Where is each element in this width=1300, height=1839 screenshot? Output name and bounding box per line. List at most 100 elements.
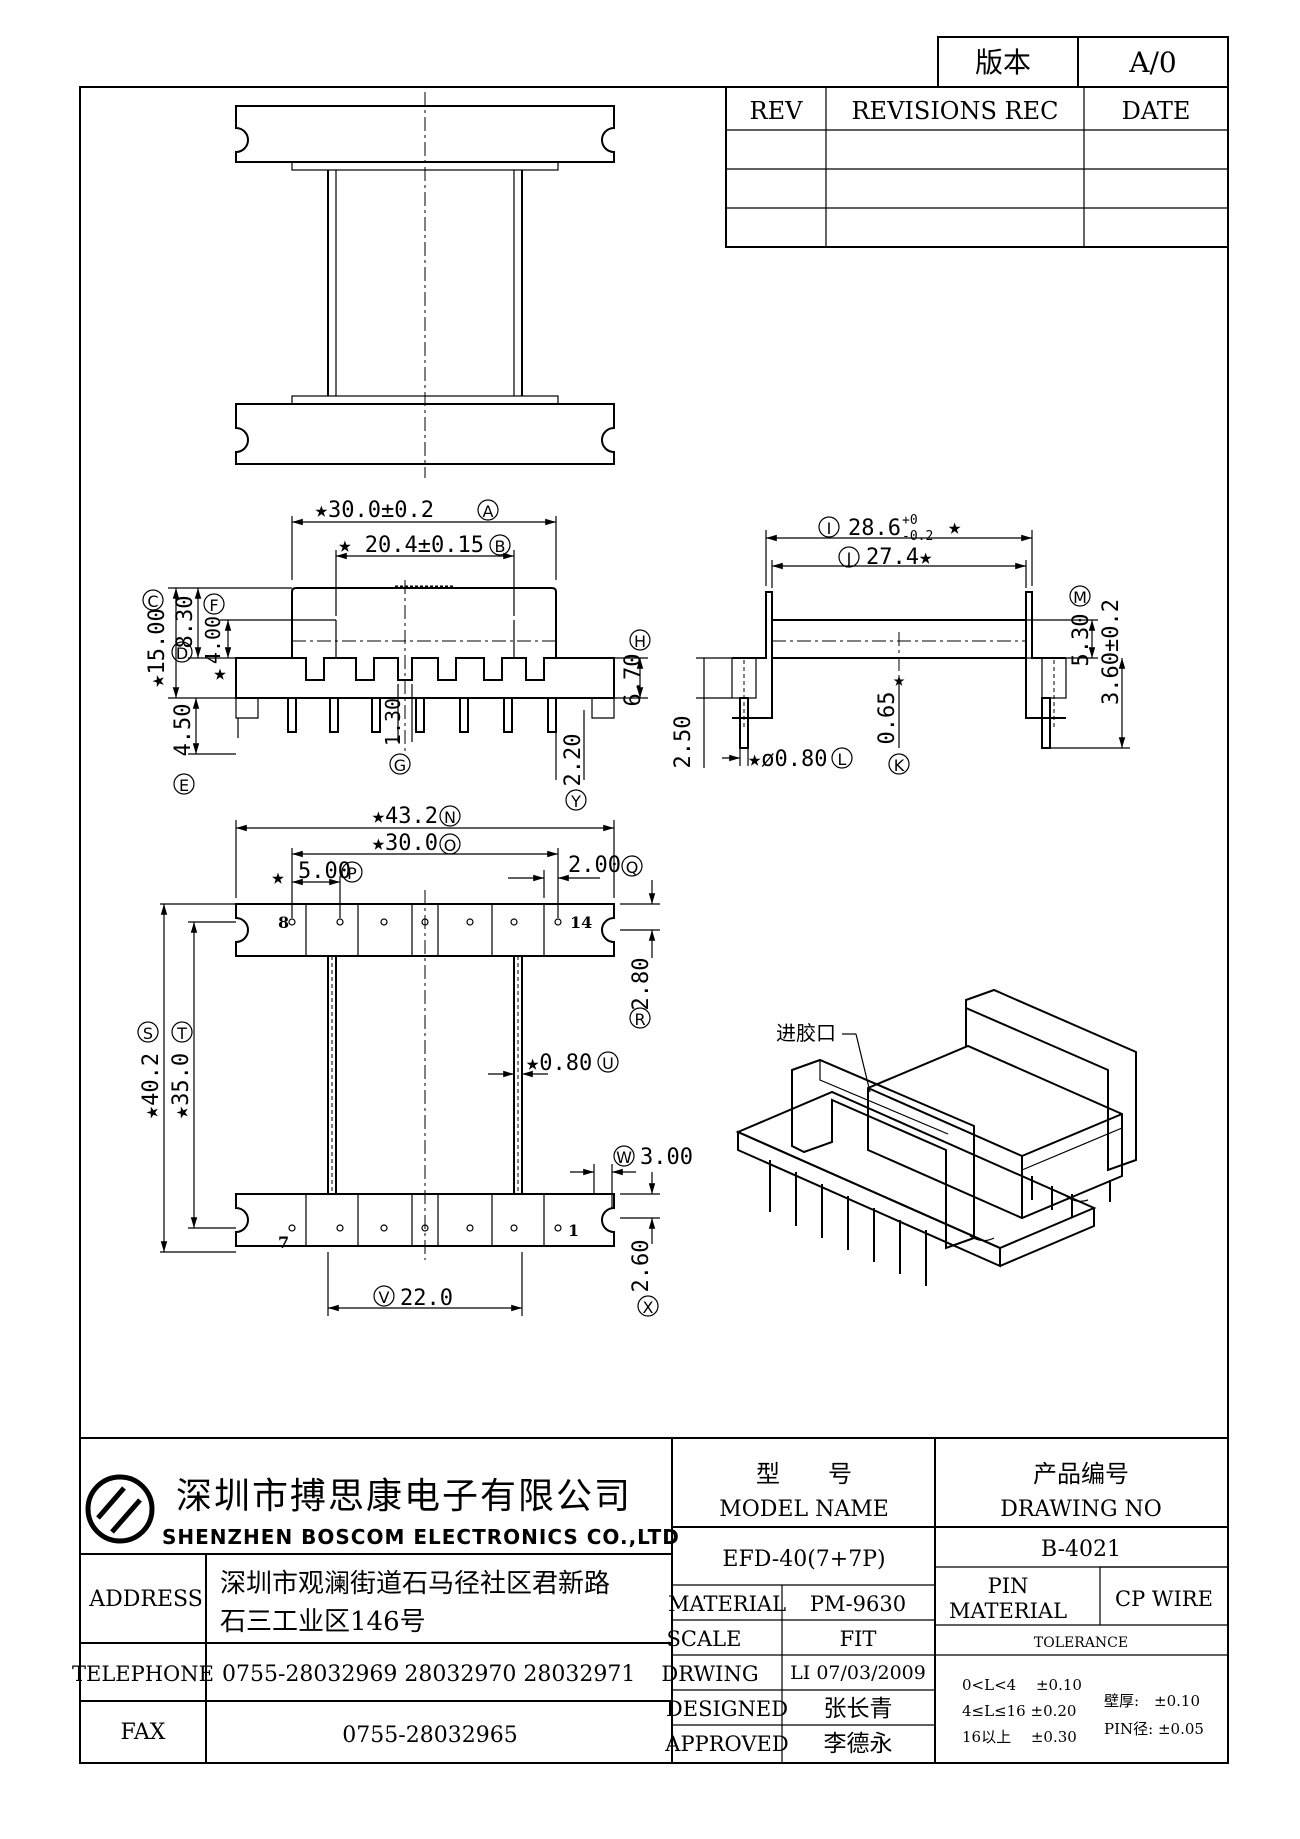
svg-text:D: D bbox=[176, 644, 188, 663]
revisions-rec-column-header: REVISIONS REC bbox=[851, 97, 1058, 125]
svg-text:Q: Q bbox=[626, 858, 639, 877]
material-label: MATERIAL bbox=[668, 1592, 786, 1616]
dim-f: 4.00 bbox=[201, 616, 225, 664]
dim-s: ★40.2 bbox=[139, 1053, 164, 1119]
dim-j: 27.4★ bbox=[866, 545, 932, 570]
address-line-1: 深圳市观澜街道石马径社区君新路 bbox=[220, 1569, 610, 1599]
company-name-cn: 深圳市搏思康电子有限公司 bbox=[176, 1476, 632, 1517]
gate-label: 进胶口 bbox=[776, 1021, 836, 1045]
scale-value: FIT bbox=[840, 1627, 877, 1651]
title-block: 深圳市搏思康电子有限公司 SHENZHEN BOSCOM ELECTRONICS… bbox=[72, 1437, 1228, 1763]
dim-p-star: ★ bbox=[271, 865, 284, 890]
pin-label-8: 8 bbox=[278, 913, 289, 932]
sheet-border bbox=[79, 86, 1229, 1764]
dim-k: 0.65 bbox=[875, 692, 900, 745]
designed-value: 张长青 bbox=[824, 1696, 893, 1722]
drawing-no-value: B-4021 bbox=[1041, 1537, 1121, 1562]
drwing-label: DRWING bbox=[661, 1662, 758, 1686]
dim-h: 6.70 bbox=[621, 654, 646, 707]
svg-text:U: U bbox=[602, 1054, 614, 1073]
pin-material-label-1: PIN bbox=[988, 1574, 1029, 1598]
svg-text:K: K bbox=[894, 756, 905, 775]
dim-o: ★30.0 bbox=[372, 831, 438, 856]
dim-t: ★35.0 bbox=[169, 1053, 194, 1119]
dim-u: ★0.80 bbox=[526, 1051, 592, 1076]
svg-text:P: P bbox=[347, 864, 357, 883]
svg-text:C: C bbox=[147, 592, 158, 611]
dim-n: ★43.2 bbox=[372, 804, 438, 829]
version-label: 版本 bbox=[975, 46, 1031, 79]
front-view-letters: C D F A B H E G Y bbox=[142, 499, 651, 811]
dim-m: 5.30 bbox=[1069, 614, 1094, 667]
model-value: EFD-40(7+7P) bbox=[722, 1547, 885, 1572]
scale-label: SCALE bbox=[667, 1627, 742, 1651]
tolerance-row-2: 4≤L≤16 ±0.20 bbox=[962, 1702, 1076, 1720]
dim-w: 3.00 bbox=[640, 1145, 693, 1170]
dim-q: 2.00 bbox=[568, 853, 621, 878]
drwing-value: LI 07/03/2009 bbox=[790, 1662, 926, 1684]
dim-m2: 3.60±0.2 bbox=[1099, 599, 1124, 705]
dim-d: 8.30 bbox=[173, 596, 198, 649]
approved-value: 李德永 bbox=[824, 1731, 893, 1757]
dim-v: 22.0 bbox=[400, 1286, 453, 1311]
tolerance-row-1: 0<L<4 ±0.10 bbox=[962, 1676, 1082, 1694]
rev-column-header: REV bbox=[750, 97, 804, 125]
dim-side-left: 2.50 bbox=[671, 716, 696, 769]
telephone-label: TELEPHONE bbox=[72, 1662, 214, 1686]
fax-value: 0755-28032965 bbox=[342, 1723, 517, 1748]
dim-b: ★ 20.4±0.15 bbox=[338, 533, 484, 558]
svg-text:V: V bbox=[379, 1288, 390, 1307]
pin-label-7: 7 bbox=[278, 1233, 289, 1252]
side-star: ★ bbox=[893, 667, 905, 691]
svg-text:M: M bbox=[1073, 588, 1087, 607]
dim-i-tol-up: +0 bbox=[902, 513, 918, 528]
svg-text:L: L bbox=[838, 750, 847, 769]
svg-text:B: B bbox=[495, 537, 506, 556]
pin-diameter-tolerance: PIN径: ±0.05 bbox=[1104, 1720, 1204, 1738]
address-line-2: 石三工业区146号 bbox=[220, 1607, 426, 1637]
pin-material-value: CP WIRE bbox=[1115, 1587, 1213, 1611]
dim-i: 28.6 bbox=[848, 516, 901, 541]
pin-label-14: 14 bbox=[570, 913, 592, 932]
company-logo bbox=[85, 1474, 155, 1544]
svg-text:F: F bbox=[209, 596, 218, 615]
dim-x: 2.60 bbox=[629, 1240, 654, 1293]
dim-i-tol-down: -0.2 bbox=[902, 529, 933, 544]
pin-label-1: 1 bbox=[568, 1221, 579, 1240]
dim-p: 5.00 bbox=[298, 859, 351, 884]
fax-label: FAX bbox=[121, 1720, 166, 1745]
wall-thickness-tolerance: 壁厚: ±0.10 bbox=[1104, 1692, 1200, 1710]
svg-text:I: I bbox=[827, 519, 832, 538]
dim-r: 2.80 bbox=[629, 958, 654, 1011]
dim-g: 1.30 bbox=[381, 698, 405, 746]
dim-l: ★ø0.80 bbox=[748, 747, 827, 772]
svg-text:R: R bbox=[634, 1010, 645, 1029]
star-mark: ★ bbox=[213, 661, 226, 686]
svg-text:W: W bbox=[616, 1148, 632, 1167]
address-label: ADDRESS bbox=[88, 1587, 203, 1612]
svg-text:J: J bbox=[846, 549, 852, 568]
front-view: ★30.0±0.2 ★ 20.4±0.15 ★15.00 8.30 4.00 ★… bbox=[142, 498, 651, 811]
tolerance-row-3: 16以上 ±0.30 bbox=[962, 1728, 1077, 1746]
company-name-en: SHENZHEN BOSCOM ELECTRONICS CO.,LTD bbox=[162, 1525, 680, 1549]
side-view: I 28.6 +0 -0.2 ★ J 27.4★ 5.30 3.60±0.2 M… bbox=[671, 513, 1130, 775]
dim-e: 4.50 bbox=[171, 704, 196, 757]
svg-text:E: E bbox=[179, 776, 189, 795]
dim-c: ★15.00 bbox=[145, 608, 170, 687]
tolerance-label: TOLERANCE bbox=[1034, 1635, 1128, 1651]
drawing-no-label-en: DRAWING NO bbox=[1000, 1497, 1162, 1522]
svg-text:T: T bbox=[176, 1024, 187, 1043]
telephone-value: 0755-28032969 28032970 28032971 bbox=[222, 1662, 635, 1687]
svg-text:N: N bbox=[444, 808, 456, 827]
svg-text:A: A bbox=[483, 502, 494, 521]
designed-label: DESIGNED bbox=[666, 1697, 788, 1721]
svg-text:G: G bbox=[394, 756, 406, 775]
svg-text:O: O bbox=[444, 836, 457, 855]
svg-text:H: H bbox=[634, 632, 646, 651]
material-value: PM-9630 bbox=[810, 1592, 906, 1616]
revision-table: REV REVISIONS REC DATE bbox=[725, 86, 1229, 248]
pin-material-label-2: MATERIAL bbox=[949, 1599, 1067, 1623]
isometric-view: 进胶口 bbox=[735, 988, 1137, 1286]
top-view bbox=[235, 92, 615, 478]
dim-y: 2.20 bbox=[561, 734, 586, 787]
